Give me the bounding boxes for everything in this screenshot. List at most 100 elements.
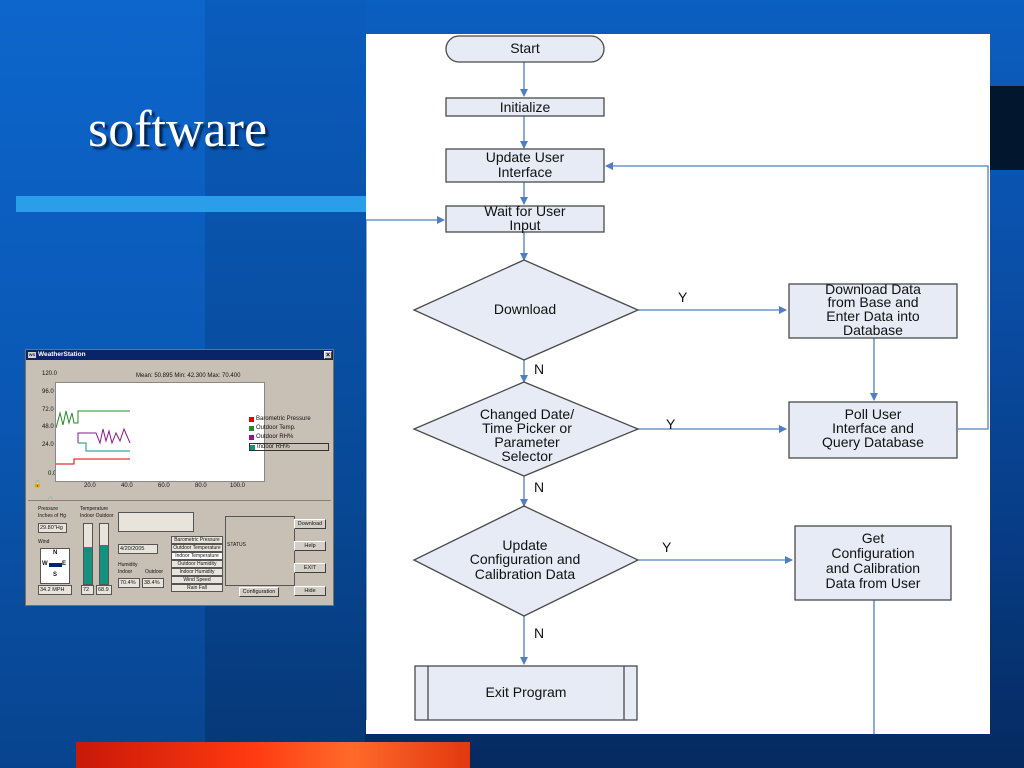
x-tick: 100.0	[230, 483, 246, 489]
changed-label-1: Changed Date/	[480, 406, 574, 422]
download-data-label-3: Enter Data into	[826, 308, 920, 324]
get-config-label-3: and Calibration	[826, 560, 920, 576]
download-button[interactable]: Download	[294, 519, 326, 529]
wind-n: N	[53, 550, 58, 556]
pressure-label: Pressure	[38, 506, 59, 512]
param-option[interactable]: Outdoor Humidity	[171, 559, 223, 568]
app-icon: WS	[28, 352, 36, 358]
config-no-label: N	[534, 625, 544, 641]
config-label-2: Configuration and	[470, 551, 581, 567]
wind-compass: N W E S	[40, 548, 70, 584]
legend-swatch	[249, 434, 254, 440]
download-data-label-4: Database	[843, 322, 903, 338]
arrow-poll-loop	[605, 162, 989, 430]
legend-label: Barometric Pressure	[256, 416, 311, 422]
configuration-button[interactable]: Configuration	[239, 587, 279, 597]
wind-s: S	[53, 572, 58, 578]
update-ui-box	[445, 148, 605, 183]
legend-swatch	[249, 416, 254, 422]
help-button[interactable]: Help	[294, 541, 326, 551]
param-option[interactable]: Wind Speed	[171, 575, 223, 584]
legend-item: Outdoor RH%	[249, 434, 293, 440]
config-label-3: Calibration Data	[475, 566, 576, 582]
config-decision	[412, 505, 640, 617]
y-tick: 120.0	[42, 371, 58, 377]
legend-label: Outdoor Temp.	[256, 425, 296, 431]
temp-outdoor-value: 68.9	[96, 585, 112, 595]
changed-no-label: N	[534, 479, 544, 495]
info-display	[118, 512, 194, 532]
wind-speed: 34.2 MPH	[38, 585, 72, 595]
poll-label-2: Interface and	[832, 420, 914, 436]
chart-lines	[55, 410, 131, 465]
changed-decision	[412, 381, 640, 477]
wait-input-label-2: Input	[509, 217, 540, 233]
changed-yes-label: Y	[666, 416, 676, 432]
changed-label-4: Selector	[501, 448, 553, 464]
x-tick: 40.0	[121, 483, 133, 489]
temp-indoor-fill	[84, 546, 92, 584]
param-option[interactable]: Outdoor Temperature	[171, 543, 223, 552]
download-data-label-1: Download Data	[825, 281, 921, 297]
param-option-selected[interactable]: Indoor Temperature	[171, 551, 223, 560]
y-tick: 48.0	[42, 424, 54, 430]
temperature-sub: Indoor Outdoor	[80, 513, 114, 519]
wind-label: Wind	[38, 539, 50, 545]
chart-plot	[55, 382, 265, 482]
wind-w: W	[42, 561, 48, 567]
temp-indoor-gauge	[83, 523, 93, 585]
changed-label-2: Time Picker or	[482, 420, 572, 436]
download-data-box	[788, 283, 958, 339]
series-outdoor-rh	[77, 427, 131, 445]
dark-accent-block	[990, 86, 1024, 170]
legend-item: Outdoor Temp.	[249, 425, 296, 431]
exit-program-box	[414, 665, 638, 721]
status-box: STATUS	[225, 516, 295, 586]
control-panel: Pressure Inches of Hg 29.80"Hg Wind N W …	[28, 500, 331, 604]
humidity-indoor-label: Indoor	[118, 569, 133, 575]
update-ui-label-2: Interface	[498, 164, 553, 180]
lock-icon[interactable]: 🔓	[33, 481, 42, 488]
initialize-box	[445, 97, 605, 117]
legend-label: Indoor RH%	[257, 444, 290, 450]
get-config-label-2: Configuration	[831, 545, 914, 561]
legend-label: Outdoor RH%	[256, 434, 294, 440]
param-option[interactable]: Barometric Pressure	[171, 536, 223, 544]
title-underline-bar	[16, 196, 366, 212]
get-config-label-4: Data from User	[826, 575, 921, 591]
temp-outdoor-gauge	[99, 523, 109, 585]
legend-item-selected: Indoor RH%	[249, 443, 329, 451]
hide-button[interactable]: Hide	[294, 586, 326, 596]
humidity-label: Humidity	[118, 562, 138, 568]
flowchart: Start Initialize Update User Interface W…	[366, 34, 990, 734]
param-option[interactable]: Indoor Humidity	[171, 567, 223, 576]
parameter-selector[interactable]: Barometric Pressure Outdoor Temperature …	[171, 536, 223, 592]
legend-swatch	[249, 425, 254, 431]
start-label: Start	[510, 40, 540, 56]
x-tick: 60.0	[158, 483, 170, 489]
series-barometric-pressure	[56, 458, 130, 465]
changed-label-3: Parameter	[494, 434, 560, 450]
wait-input-box	[445, 205, 605, 233]
date-picker[interactable]: 4/20/2005	[118, 544, 158, 554]
chart-stats: Mean: 50.895 Min: 42.300 Max: 70.400	[136, 373, 241, 379]
series-outdoor-temp	[55, 410, 130, 429]
x-tick: 20.0	[84, 483, 96, 489]
legend-item: Barometric Pressure	[249, 416, 311, 422]
exit-button[interactable]: EXIT	[294, 563, 326, 573]
poll-label-1: Poll User	[845, 406, 902, 422]
y-tick: 72.0	[42, 407, 54, 413]
wait-input-label-1: Wait for User	[484, 203, 565, 219]
close-icon[interactable]: ×	[324, 351, 332, 359]
download-decision	[412, 259, 640, 361]
y-tick: 24.0	[42, 442, 54, 448]
pressure-value: 29.80"Hg	[38, 523, 67, 533]
param-option[interactable]: Rain Fall	[171, 583, 223, 592]
exit-program-label: Exit Program	[486, 684, 567, 700]
window-titlebar[interactable]: WS WeatherStation ×	[26, 350, 333, 360]
series-indoor-rh	[78, 442, 130, 452]
humidity-outdoor-label: Outdoor	[145, 569, 164, 575]
initialize-label: Initialize	[500, 99, 551, 115]
window-title: WeatherStation	[38, 351, 86, 358]
temperature-label: Temperature	[80, 506, 109, 512]
